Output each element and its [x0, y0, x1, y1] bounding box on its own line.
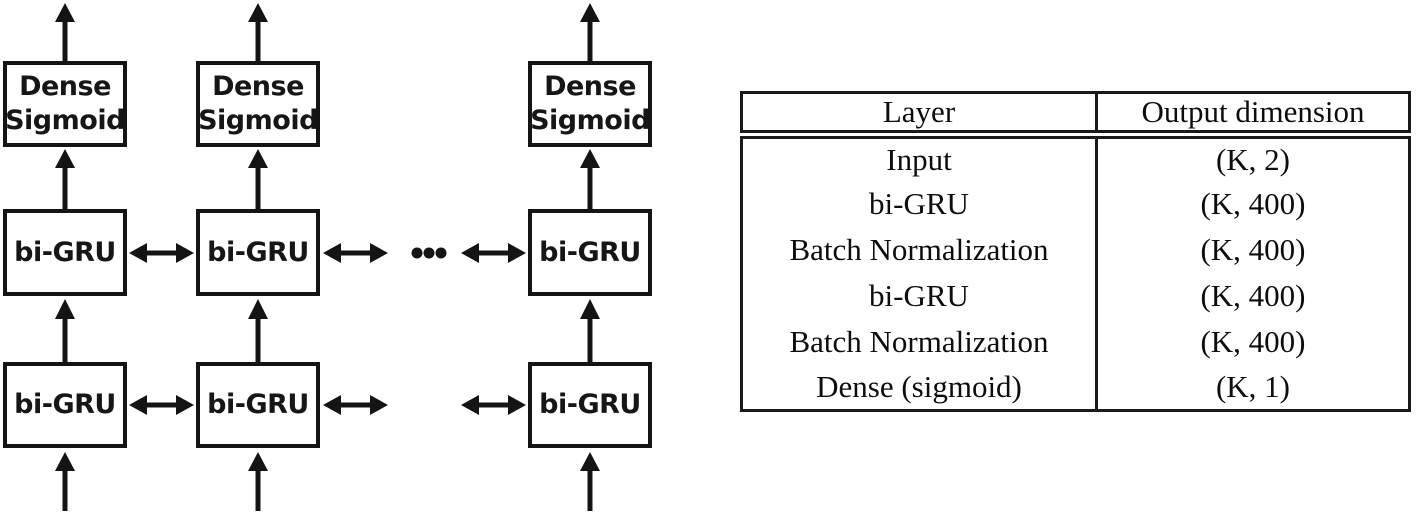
layer-name: bi-GRU [869, 185, 969, 221]
layer-name: Batch Normalization [789, 231, 1049, 267]
input-up-arrow [580, 452, 600, 511]
bigru-box: bi-GRU [528, 209, 652, 296]
table-row: Batch Normalization (K, 400) [742, 318, 1410, 365]
dense-sigmoid-box: Dense Sigmoid [196, 61, 320, 147]
bidirectional-arrow [129, 243, 194, 263]
bidirectional-arrow [461, 243, 526, 263]
table-row: bi-GRU (K, 400) [742, 180, 1410, 227]
output-dimension: (K, 400) [1095, 318, 1410, 365]
output-dimension: (K, 2) [1095, 134, 1410, 181]
up-arrow [248, 149, 268, 210]
dense-sigmoid-label-line1: Dense [544, 71, 636, 102]
output-dimension: (K, 400) [1095, 272, 1410, 319]
output-up-arrow [248, 3, 268, 62]
table-row: Dense (sigmoid) (K, 1) [742, 364, 1410, 411]
dense-sigmoid-label-line1: Dense [212, 71, 304, 102]
dense-sigmoid-box: Dense Sigmoid [528, 61, 652, 147]
bidirectional-arrow [323, 243, 388, 263]
input-up-arrow [248, 452, 268, 511]
layer-table: Layer Output dimension Input (K, 2) bi-G… [740, 91, 1411, 412]
dense-sigmoid-label-line1: Dense [19, 71, 111, 102]
table-row: Input (K, 2) [742, 134, 1410, 181]
layer-dimension-table: Layer Output dimension Input (K, 2) bi-G… [740, 91, 1411, 412]
output-dimension: (K, 400) [1095, 226, 1410, 273]
output-dimension: (K, 1) [1095, 364, 1410, 411]
dense-sigmoid-label-line2: Sigmoid [5, 105, 125, 136]
bigru-label: bi-GRU [539, 389, 641, 420]
bigru-label: bi-GRU [14, 236, 116, 268]
up-arrow [248, 299, 268, 362]
output-up-arrow [580, 3, 600, 62]
bigru-box: bi-GRU [3, 362, 127, 448]
header-layer: Layer [741, 92, 1097, 139]
layer-name: Batch Normalization [789, 323, 1049, 359]
dense-sigmoid-box: Dense Sigmoid [3, 61, 127, 147]
header-output-dimension: Output dimension [1095, 92, 1410, 139]
table-row: bi-GRU (K, 400) [742, 272, 1410, 319]
up-arrow [55, 149, 75, 210]
bigru-label: bi-GRU [207, 389, 309, 420]
dense-sigmoid-label-line2: Sigmoid [198, 105, 318, 136]
dense-sigmoid-label-line2: Sigmoid [530, 105, 650, 136]
up-arrow [580, 149, 600, 210]
bigru-label: bi-GRU [14, 389, 116, 420]
output-up-arrow [55, 3, 75, 62]
bigru-box: bi-GRU [528, 362, 652, 448]
input-up-arrow [55, 452, 75, 511]
table-row: Batch Normalization (K, 400) [742, 226, 1410, 273]
up-arrow [580, 299, 600, 362]
ellipsis-icon [411, 247, 447, 259]
bidirectional-arrow [129, 395, 194, 415]
bigru-label: bi-GRU [207, 236, 309, 268]
up-arrow [55, 299, 75, 362]
table-header-row: Layer Output dimension [741, 92, 1410, 139]
architecture-diagram: Dense Sigmoid Dense Sigmoid Dense Sigmoi… [0, 0, 700, 516]
bigru-box: bi-GRU [3, 209, 127, 296]
bigru-box: bi-GRU [196, 362, 320, 448]
output-dimension: (K, 400) [1095, 180, 1410, 227]
bidirectional-arrow [323, 395, 388, 415]
layer-name: Dense (sigmoid) [816, 368, 1022, 404]
layer-name: bi-GRU [869, 277, 969, 313]
diagram-arrows [55, 3, 600, 511]
bigru-label: bi-GRU [539, 236, 641, 268]
layer-name: Input [886, 141, 952, 177]
bidirectional-arrow [461, 395, 526, 415]
bigru-box: bi-GRU [196, 209, 320, 296]
